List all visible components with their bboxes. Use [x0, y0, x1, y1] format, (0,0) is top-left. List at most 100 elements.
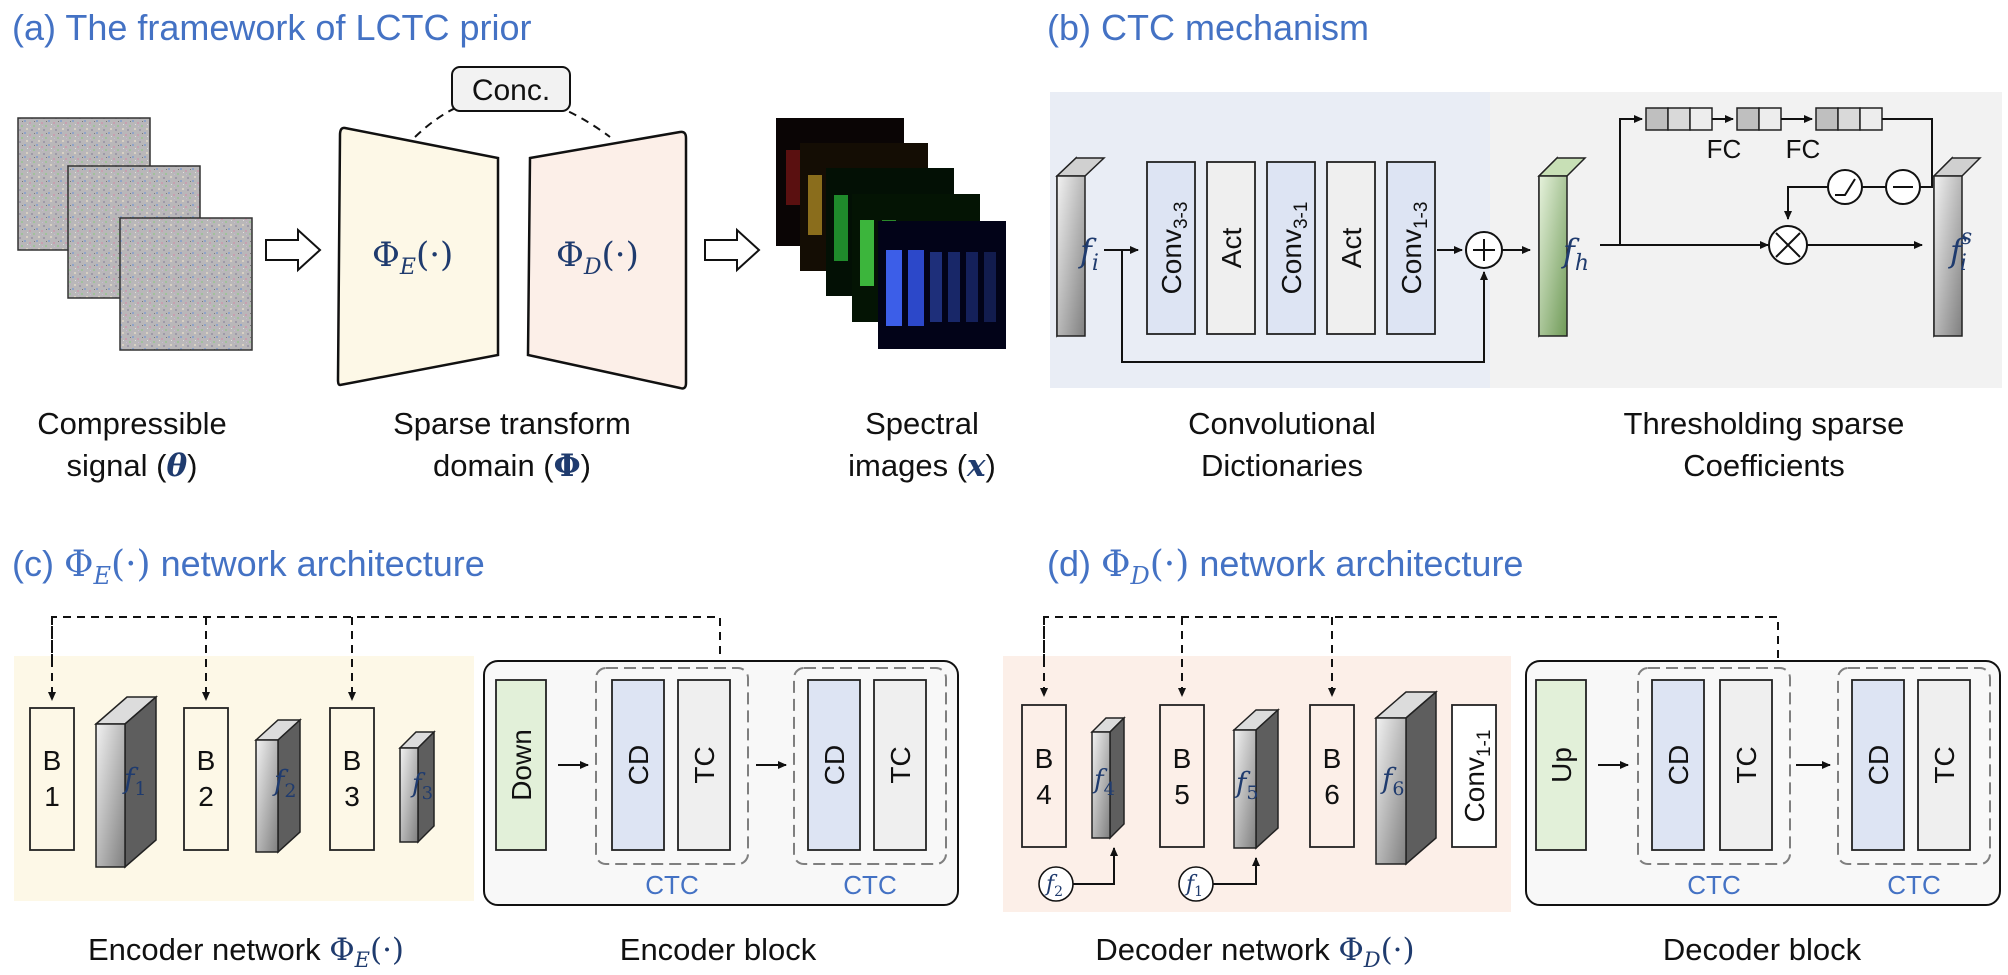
svg-text:B: B — [343, 745, 362, 776]
encoder-symbol: ΦE(·) — [372, 235, 453, 280]
hollow-arrow-icon — [265, 227, 322, 273]
svg-text:B: B — [1035, 743, 1054, 774]
ctc-group-3 — [1637, 667, 1791, 865]
caption-conv-dict-line2: Dictionaries — [1201, 448, 1363, 483]
svg-text:TC: TC — [689, 746, 720, 783]
svg-text:6: 6 — [1324, 779, 1340, 810]
caption-encoder-block: Encoder block — [620, 932, 817, 967]
svg-text:Conv3-1: Conv3-1 — [1276, 202, 1312, 295]
tc-block-enc-2: TC — [873, 679, 927, 851]
spectral-images-stack — [776, 118, 1006, 349]
mid-feature-slab — [1537, 156, 1587, 338]
decoder-block-b5: B 5 — [1159, 704, 1205, 848]
skip-input-f2: f2 — [1038, 866, 1074, 902]
caption-decoder-block: Decoder block — [1663, 932, 1862, 967]
feature-slab-f4 — [1090, 716, 1126, 840]
decoder-block-b6: B 6 — [1309, 704, 1355, 848]
svg-text:CD: CD — [1663, 745, 1694, 785]
caption-images-line2: images (x) — [848, 448, 996, 484]
svg-text:TC: TC — [1731, 746, 1762, 783]
svg-text:Act: Act — [1216, 228, 1247, 269]
cd-block-enc-1: CD — [611, 679, 665, 851]
act-block-1: Act — [1206, 161, 1256, 335]
caption-threshold-line2: Coefficients — [1683, 448, 1844, 483]
encoder-block-b3: B 3 — [329, 707, 375, 851]
feature-slab-f2 — [254, 718, 302, 854]
ctc-label-enc-1: CTC — [645, 870, 698, 900]
svg-text:Conv3-3: Conv3-3 — [1156, 202, 1192, 295]
ctc-label-dec-2: CTC — [1887, 870, 1940, 900]
tc-block-dec-1: TC — [1719, 679, 1773, 851]
conv-block-2: Conv3-1 — [1266, 161, 1316, 335]
svg-text:CD: CD — [1863, 745, 1894, 785]
up-block: Up — [1535, 679, 1587, 851]
encoder-skip-connector — [51, 616, 721, 662]
panel-c-title: (c) ΦE(·) network architecture — [12, 543, 485, 590]
decoder-trapezoid — [526, 130, 688, 390]
conv-block-3: Conv1-3 — [1386, 161, 1436, 335]
cd-block-dec-2: CD — [1851, 679, 1905, 851]
add-node-icon — [1465, 231, 1503, 269]
decoder-skip-connector — [1043, 616, 1779, 662]
cd-block-dec-1: CD — [1651, 679, 1705, 851]
svg-text:Down: Down — [506, 729, 537, 801]
feature-slab-f3 — [398, 730, 436, 844]
residual-skip-line — [1121, 250, 1488, 363]
minus-node-icon — [1885, 169, 1921, 205]
multiply-node-icon — [1768, 225, 1808, 265]
panel-d-title: (d) ΦD(·) network architecture — [1047, 543, 1523, 590]
output-feature-slab — [1932, 156, 1982, 338]
caption-encoder-network: Encoder network ΦE(·) — [88, 932, 404, 972]
svg-text:B: B — [43, 745, 62, 776]
act-block-2: Act — [1326, 161, 1376, 335]
svg-text:5: 5 — [1174, 779, 1190, 810]
compressible-signal-stack — [17, 117, 253, 351]
svg-text:1: 1 — [44, 781, 60, 812]
encoder-block-b2: B 2 — [183, 707, 229, 851]
tc-block-enc-1: TC — [677, 679, 731, 851]
ctc-group-2 — [793, 667, 947, 865]
input-feature-slab — [1055, 156, 1106, 338]
tc-block-dec-2: TC — [1917, 679, 1971, 851]
caption-signal-line2: signal (θ) — [67, 448, 198, 484]
svg-text:B: B — [1323, 743, 1342, 774]
ctc-group-4 — [1837, 667, 1991, 865]
ctc-label-enc-2: CTC — [843, 870, 896, 900]
svg-text:Conv1-1: Conv1-1 — [1459, 730, 1495, 823]
decoder-block-b4: B 4 — [1021, 704, 1067, 848]
svg-text:3: 3 — [344, 781, 360, 812]
fc-label-1: FC — [1707, 134, 1742, 164]
svg-text:B: B — [197, 745, 216, 776]
svg-text:TC: TC — [885, 746, 916, 783]
svg-text:Up: Up — [1546, 747, 1577, 783]
conv-block-1: Conv3-3 — [1146, 161, 1196, 335]
feature-slab-f6 — [1373, 690, 1439, 866]
caption-signal-line1: Compressible — [37, 406, 227, 441]
decoder-symbol: ΦD(·) — [556, 235, 639, 280]
svg-text:CD: CD — [623, 745, 654, 785]
svg-text:4: 4 — [1036, 779, 1052, 810]
encoder-trapezoid — [336, 126, 500, 387]
svg-text:Conv1-3: Conv1-3 — [1396, 202, 1432, 295]
vector-cells-2 — [1736, 107, 1782, 131]
concat-label: Conc. — [472, 74, 550, 107]
encoder-block-b1: B 1 — [29, 707, 75, 851]
ctc-group-1 — [595, 667, 749, 865]
cd-block-enc-2: CD — [807, 679, 861, 851]
svg-text:2: 2 — [198, 781, 214, 812]
ctc-label-dec-1: CTC — [1687, 870, 1740, 900]
hollow-arrow-icon — [704, 227, 761, 273]
caption-domain-line1: Sparse transform — [393, 406, 631, 441]
feature-slab-f1 — [93, 695, 159, 869]
feature-slab-f5 — [1232, 708, 1280, 850]
svg-text:B: B — [1173, 743, 1192, 774]
down-block: Down — [495, 679, 547, 851]
encoder-network-background — [14, 656, 474, 901]
svg-text:TC: TC — [1929, 746, 1960, 783]
skip-input-f1: f1 — [1178, 866, 1214, 902]
svg-text:CD: CD — [819, 745, 850, 785]
final-conv-block: Conv1-1 — [1451, 704, 1497, 848]
vector-cells-1 — [1645, 107, 1713, 131]
caption-conv-dict-line1: Convolutional — [1188, 406, 1376, 441]
